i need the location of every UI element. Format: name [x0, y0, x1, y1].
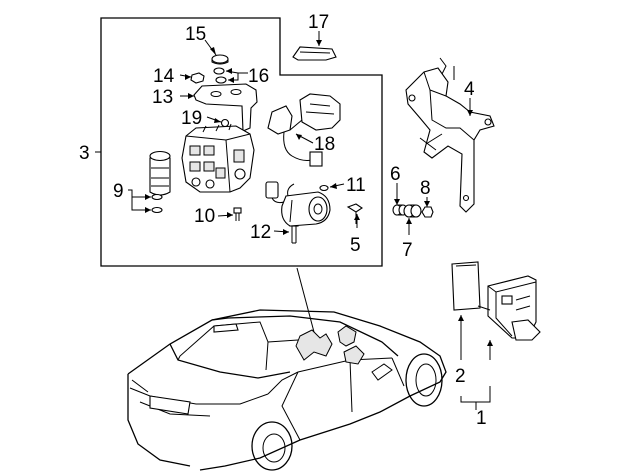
part-8-nut [421, 206, 434, 218]
part-14-nut [190, 72, 205, 84]
vehicle-component-locations [295, 325, 365, 365]
callout-1: 1 [476, 408, 487, 429]
callout-16: 16 [248, 66, 269, 87]
vehicle-outline [127, 309, 447, 471]
callout-12: 12 [250, 222, 271, 243]
part-18-switch-harness [267, 93, 341, 167]
part-5-bolt [346, 203, 363, 224]
callout-13: 13 [152, 87, 173, 108]
part-19-clip [220, 118, 230, 128]
callout-19: 19 [181, 108, 202, 129]
part-15-cap [211, 54, 229, 65]
part-2-plate [451, 261, 481, 311]
callout-15: 15 [185, 24, 206, 45]
callout-4: 4 [464, 79, 475, 100]
part-7-collar [403, 204, 422, 218]
callout-8: 8 [420, 178, 431, 199]
callout-6: 6 [390, 164, 401, 185]
part-4-bracket [405, 57, 495, 213]
callout-3: 3 [79, 143, 90, 164]
callout-2: 2 [455, 366, 466, 387]
part-13-bracket [193, 83, 258, 132]
part-1-control-module [477, 275, 541, 341]
callout-14: 14 [153, 66, 175, 87]
callout-10: 10 [194, 206, 215, 227]
part-9-accumulator [149, 150, 171, 214]
abs-modulator [181, 123, 255, 193]
callout-5: 5 [350, 235, 361, 256]
callout-18: 18 [314, 134, 335, 155]
pump-motor [265, 181, 331, 227]
arrowheads [145, 40, 493, 346]
callout-9: 9 [113, 181, 124, 202]
part-16-grommets [213, 67, 227, 84]
callout-11: 11 [346, 175, 366, 196]
callout-17: 17 [308, 12, 329, 33]
callout-7: 7 [402, 240, 413, 261]
part-17-plate [292, 46, 337, 61]
assembly-box-outline [100, 17, 383, 267]
part-10-bolt [233, 207, 242, 221]
callout-labels: 1 2 3 4 5 6 7 8 9 10 11 12 13 14 15 16 1… [79, 12, 487, 429]
